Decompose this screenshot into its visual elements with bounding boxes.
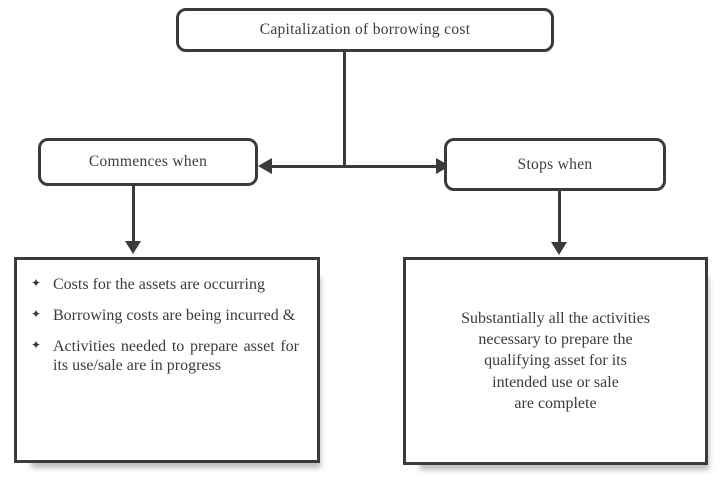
text-line: necessary to prepare the <box>478 331 633 349</box>
connector-branch-horizontal <box>270 165 438 168</box>
node-stops-when: Stops when <box>444 138 666 191</box>
node-commences-when-label: Commences when <box>88 153 208 170</box>
connector-right-vertical <box>558 190 561 243</box>
stops-condition-text: Substantially all the activities necessa… <box>461 308 650 414</box>
node-commences-conditions: ✦ Costs for the assets are occurring ✦ B… <box>14 257 320 463</box>
node-capitalization: Capitalization of borrowing cost <box>176 8 554 52</box>
text-line: qualifying asset for its <box>484 352 627 370</box>
text-line: intended use or sale <box>492 373 619 391</box>
node-stops-when-label: Stops when <box>517 155 593 173</box>
node-capitalization-label: Capitalization of borrowing cost <box>259 21 471 38</box>
arrowhead-down-left-icon <box>125 241 141 254</box>
node-stops-condition: Substantially all the activities necessa… <box>403 257 708 465</box>
arrowhead-down-right-icon <box>551 242 567 255</box>
list-item: ✦ Borrowing costs are being incurred & <box>31 306 299 326</box>
bullet-star-icon: ✦ <box>31 306 42 321</box>
list-item: ✦ Activities needed to prepare asset for… <box>31 337 299 377</box>
text-line: Substantially all the activities <box>461 310 650 328</box>
connector-left-vertical <box>132 185 135 242</box>
list-item-text: Activities needed to prepare asset for i… <box>53 337 299 375</box>
list-item-text: Costs for the assets are occurring <box>53 276 265 293</box>
list-item: ✦ Costs for the assets are occurring <box>31 275 299 295</box>
arrowhead-left-icon <box>258 158 272 174</box>
connector-root-vertical <box>343 52 346 166</box>
bullet-star-icon: ✦ <box>31 276 42 290</box>
text-line: are complete <box>514 394 597 412</box>
bullet-star-icon: ✦ <box>31 337 42 352</box>
node-commences-when: Commences when <box>38 138 258 186</box>
commences-conditions-list: ✦ Costs for the assets are occurring ✦ B… <box>17 275 317 387</box>
list-item-text: Borrowing costs are being incurred & <box>53 306 296 324</box>
